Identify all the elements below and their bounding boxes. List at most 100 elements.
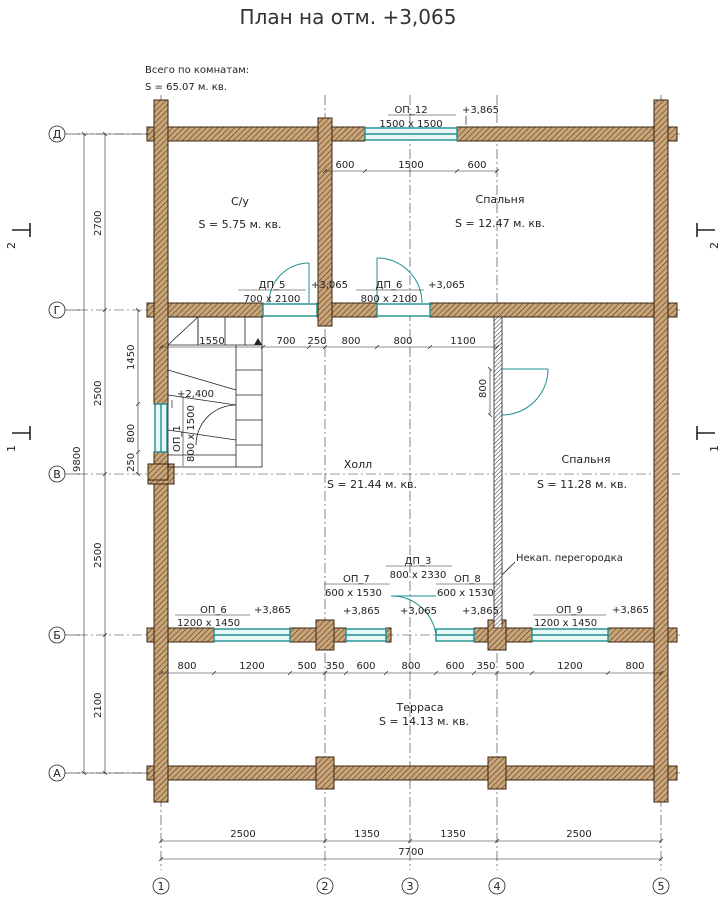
- doors: [268, 257, 549, 636]
- axis-marker-col-5: 5: [652, 877, 670, 895]
- op9-name: ОП_9: [556, 605, 583, 616]
- axis-marker-col-3: 3: [401, 877, 419, 895]
- svg-text:800: 800: [393, 336, 412, 347]
- dp6-level: +3,065: [428, 280, 465, 291]
- dimension-text: 600 1500 600 1550 700 250 800 800 1100 8…: [72, 160, 645, 858]
- dp3-name: ДП_3: [405, 556, 432, 567]
- partition-wall: [493, 316, 503, 629]
- svg-text:1100: 1100: [450, 336, 475, 347]
- axis-marker-row-3: В: [48, 465, 66, 483]
- dp3-size: 800 х 2330: [390, 570, 447, 581]
- log-walls: [146, 99, 678, 803]
- svg-text:1: 1: [158, 880, 165, 893]
- dp6-size: 800 х 2100: [361, 294, 418, 305]
- svg-text:700: 700: [276, 336, 295, 347]
- bedroom2-name: Спальня: [562, 453, 611, 466]
- svg-text:800: 800: [341, 336, 360, 347]
- svg-text:800: 800: [478, 379, 489, 398]
- terrace-name: Терраса: [396, 701, 444, 714]
- terrace-area: S = 14.13 м. кв.: [379, 715, 469, 728]
- svg-text:500: 500: [505, 661, 524, 672]
- plan-title: План на отм. +3,065: [240, 5, 457, 29]
- svg-text:1550: 1550: [199, 336, 224, 347]
- svg-text:1450: 1450: [126, 345, 137, 370]
- stair-arrow: [254, 338, 262, 345]
- svg-text:2: 2: [322, 880, 329, 893]
- svg-text:350: 350: [325, 661, 344, 672]
- axis-marker-row-2: Г: [48, 301, 66, 319]
- svg-text:1200: 1200: [557, 661, 582, 672]
- axis-marker-col-1: 1: [152, 877, 170, 895]
- svg-text:600: 600: [467, 160, 486, 171]
- total-label: Всего по комнатам:: [145, 65, 249, 76]
- wc-name: С/у: [231, 195, 249, 208]
- axis-marker-col-2: 2: [316, 877, 334, 895]
- partition-label: Некап. перегородка: [516, 553, 623, 564]
- op7-level: +3,865: [343, 606, 380, 617]
- svg-text:800: 800: [401, 661, 420, 672]
- axis-marker-row-4: Б: [48, 626, 66, 644]
- staircase: [167, 316, 263, 468]
- axis-marker-row-1: Д: [48, 125, 66, 143]
- svg-text:800: 800: [126, 424, 137, 443]
- svg-text:В: В: [53, 468, 61, 481]
- svg-text:600: 600: [356, 661, 375, 672]
- dp3-level: +3,065: [400, 606, 437, 617]
- op7-name: ОП_7: [343, 574, 370, 585]
- svg-text:1350: 1350: [354, 829, 379, 840]
- svg-text:500: 500: [297, 661, 316, 672]
- section-marks: [12, 223, 715, 440]
- svg-text:2500: 2500: [230, 829, 255, 840]
- column-axis-markers: 1 2 3 4 5: [152, 877, 670, 895]
- op12-size: 1500 х 1500: [379, 119, 442, 130]
- svg-text:7700: 7700: [398, 847, 423, 858]
- axis-marker-col-4: 4: [488, 877, 506, 895]
- svg-text:1350: 1350: [440, 829, 465, 840]
- svg-text:1200: 1200: [239, 661, 264, 672]
- dp5-name: ДП_5: [259, 280, 286, 291]
- bedroom2-area: S = 11.28 м. кв.: [537, 478, 627, 491]
- op8-size: 600 х 1530: [437, 588, 494, 599]
- op12-level: +3,865: [462, 105, 499, 116]
- op6-size: 1200 х 1450: [177, 618, 240, 629]
- svg-text:250: 250: [126, 453, 137, 472]
- section-1-left: 1: [5, 445, 18, 452]
- svg-text:2500: 2500: [93, 381, 104, 406]
- hall-area: S = 21.44 м. кв.: [327, 478, 417, 491]
- section-1-right: 1: [708, 445, 721, 452]
- windows: [154, 127, 609, 642]
- svg-text:Б: Б: [53, 629, 61, 642]
- dp5-size: 700 х 2100: [244, 294, 301, 305]
- svg-text:5: 5: [658, 880, 665, 893]
- op6-level: +3,865: [254, 605, 291, 616]
- svg-text:2700: 2700: [93, 211, 104, 236]
- svg-text:800: 800: [625, 661, 644, 672]
- svg-text:Г: Г: [54, 304, 61, 317]
- svg-text:А: А: [53, 767, 61, 780]
- total-value: S = 65.07 м. кв.: [145, 82, 227, 93]
- dp6-name: ДП_6: [376, 280, 403, 291]
- svg-text:1500: 1500: [398, 160, 423, 171]
- section-2-right: 2: [708, 242, 721, 249]
- op1-size: 800 х 1500: [186, 405, 197, 462]
- svg-text:600: 600: [335, 160, 354, 171]
- row-axis-markers: Д Г В Б А: [48, 125, 80, 782]
- op8-name: ОП_8: [454, 574, 481, 585]
- svg-text:250: 250: [307, 336, 326, 347]
- svg-text:350: 350: [476, 661, 495, 672]
- op9-size: 1200 х 1450: [534, 618, 597, 629]
- section-2-left: 2: [5, 242, 18, 249]
- op1-name: ОП_1: [172, 425, 183, 452]
- svg-text:2500: 2500: [566, 829, 591, 840]
- svg-text:9800: 9800: [72, 447, 83, 472]
- op8-level: +3,865: [462, 606, 499, 617]
- op7-size: 600 х 1530: [325, 588, 382, 599]
- bedroom1-area: S = 12.47 м. кв.: [455, 217, 545, 230]
- wc-area: S = 5.75 м. кв.: [198, 218, 281, 231]
- svg-text:2500: 2500: [93, 543, 104, 568]
- axis-marker-row-5: А: [48, 764, 66, 782]
- op6-name: ОП_6: [200, 605, 227, 616]
- opening-labels: ОП_12 1500 х 1500 +3,865 ДП_5 700 х 2100…: [171, 105, 649, 629]
- op1-level: +2,400: [177, 389, 214, 400]
